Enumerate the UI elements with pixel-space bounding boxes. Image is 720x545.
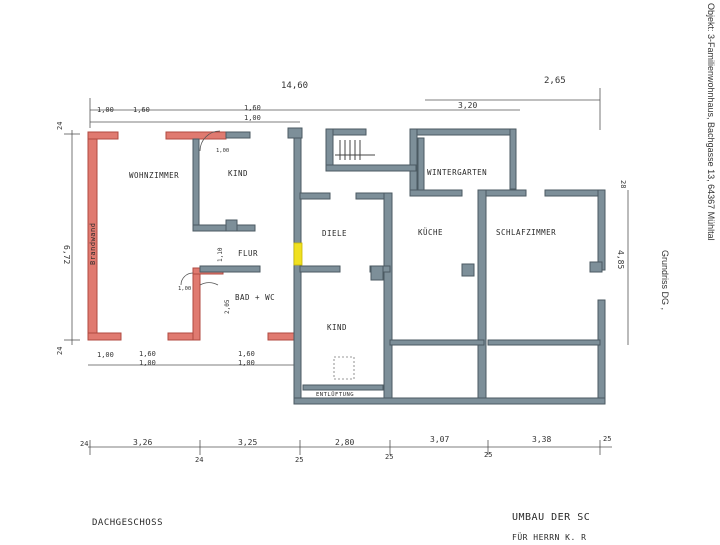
dim-top-d: 1,00 xyxy=(244,114,261,122)
dim-b-25c: 25 xyxy=(484,451,492,459)
dim-b-25b: 25 xyxy=(385,453,393,461)
room-wohnzimmer: WOHNZIMMER xyxy=(129,171,179,180)
dim-door-a: 1,00 xyxy=(216,148,229,154)
dim-bad-205: 2,05 xyxy=(224,299,231,314)
dim-bot-b: 1,60 xyxy=(139,350,156,358)
room-bad: BAD + WC xyxy=(235,293,275,302)
left-dimension-lines xyxy=(64,130,629,345)
dim-b-325: 3,25 xyxy=(238,438,257,447)
room-schlafzimmer: SCHLAFZIMMER xyxy=(496,228,556,237)
object-address-text: Objekt: 3-Familienwohnhaus, Bachgasse 13… xyxy=(706,3,716,241)
dim-bot-c: 1,00 xyxy=(139,359,156,367)
grey-walls xyxy=(192,127,606,405)
room-kueche: KÜCHE xyxy=(418,228,443,237)
yellow-marker xyxy=(293,242,303,266)
room-diele: DIELE xyxy=(322,229,347,238)
dachgeschoss-label: DACHGESCHOSS xyxy=(92,518,163,528)
room-kind-2: KIND xyxy=(327,323,347,332)
top-dimension-lines xyxy=(89,88,601,130)
dim-top-b: 1,60 xyxy=(133,106,150,114)
room-wintergarten: WINTERGARTEN xyxy=(427,168,487,177)
room-flur: FLUR xyxy=(238,249,258,258)
fuer-label: FÜR HERRN K. R xyxy=(512,532,586,542)
shaft-outline xyxy=(333,356,355,380)
dim-door-b: 1,00 xyxy=(178,286,191,292)
room-entlueftung: ENTLÜFTUNG xyxy=(316,391,354,398)
room-kind-1: KIND xyxy=(228,169,248,178)
door-swings xyxy=(180,130,221,286)
dim-b-25a: 25 xyxy=(295,456,303,464)
dim-top-e: 3,20 xyxy=(458,101,477,110)
dim-b-326: 3,26 xyxy=(133,438,152,447)
dim-bot-d: 1,60 xyxy=(238,350,255,358)
dim-top-24: 24 xyxy=(56,122,64,130)
dim-left-672: 6,72 xyxy=(62,245,71,264)
dim-b-280: 2,80 xyxy=(335,438,354,447)
umbau-label: UMBAU DER SC xyxy=(512,512,590,523)
dim-b-24b: 24 xyxy=(195,456,203,464)
dim-top-c: 1,60 xyxy=(244,104,261,112)
dim-right-485: 4,85 xyxy=(616,250,625,269)
dim-left-24b: 24 xyxy=(56,347,64,355)
dim-flur-110: 1,10 xyxy=(217,247,224,262)
dim-b-25d: 25 xyxy=(603,435,611,443)
brandwand-label: Brandwand xyxy=(89,223,97,265)
dim-top-total: 14,60 xyxy=(281,81,308,91)
dim-b-307: 3,07 xyxy=(430,435,449,444)
dim-bot-a: 1,00 xyxy=(97,351,114,359)
dim-top-a: 1,00 xyxy=(97,106,114,114)
dim-top-right: 2,65 xyxy=(544,76,566,86)
dim-bot-e: 1,00 xyxy=(238,359,255,367)
red-walls xyxy=(87,131,297,341)
dim-right-28: 28 xyxy=(619,180,627,188)
bottom-dimension-lines xyxy=(88,364,612,455)
stair-icon xyxy=(335,140,375,160)
dim-b-338: 3,38 xyxy=(532,435,551,444)
grundriss-label: Grundriss DG , xyxy=(660,250,670,311)
dim-b-24: 24 xyxy=(80,440,88,448)
